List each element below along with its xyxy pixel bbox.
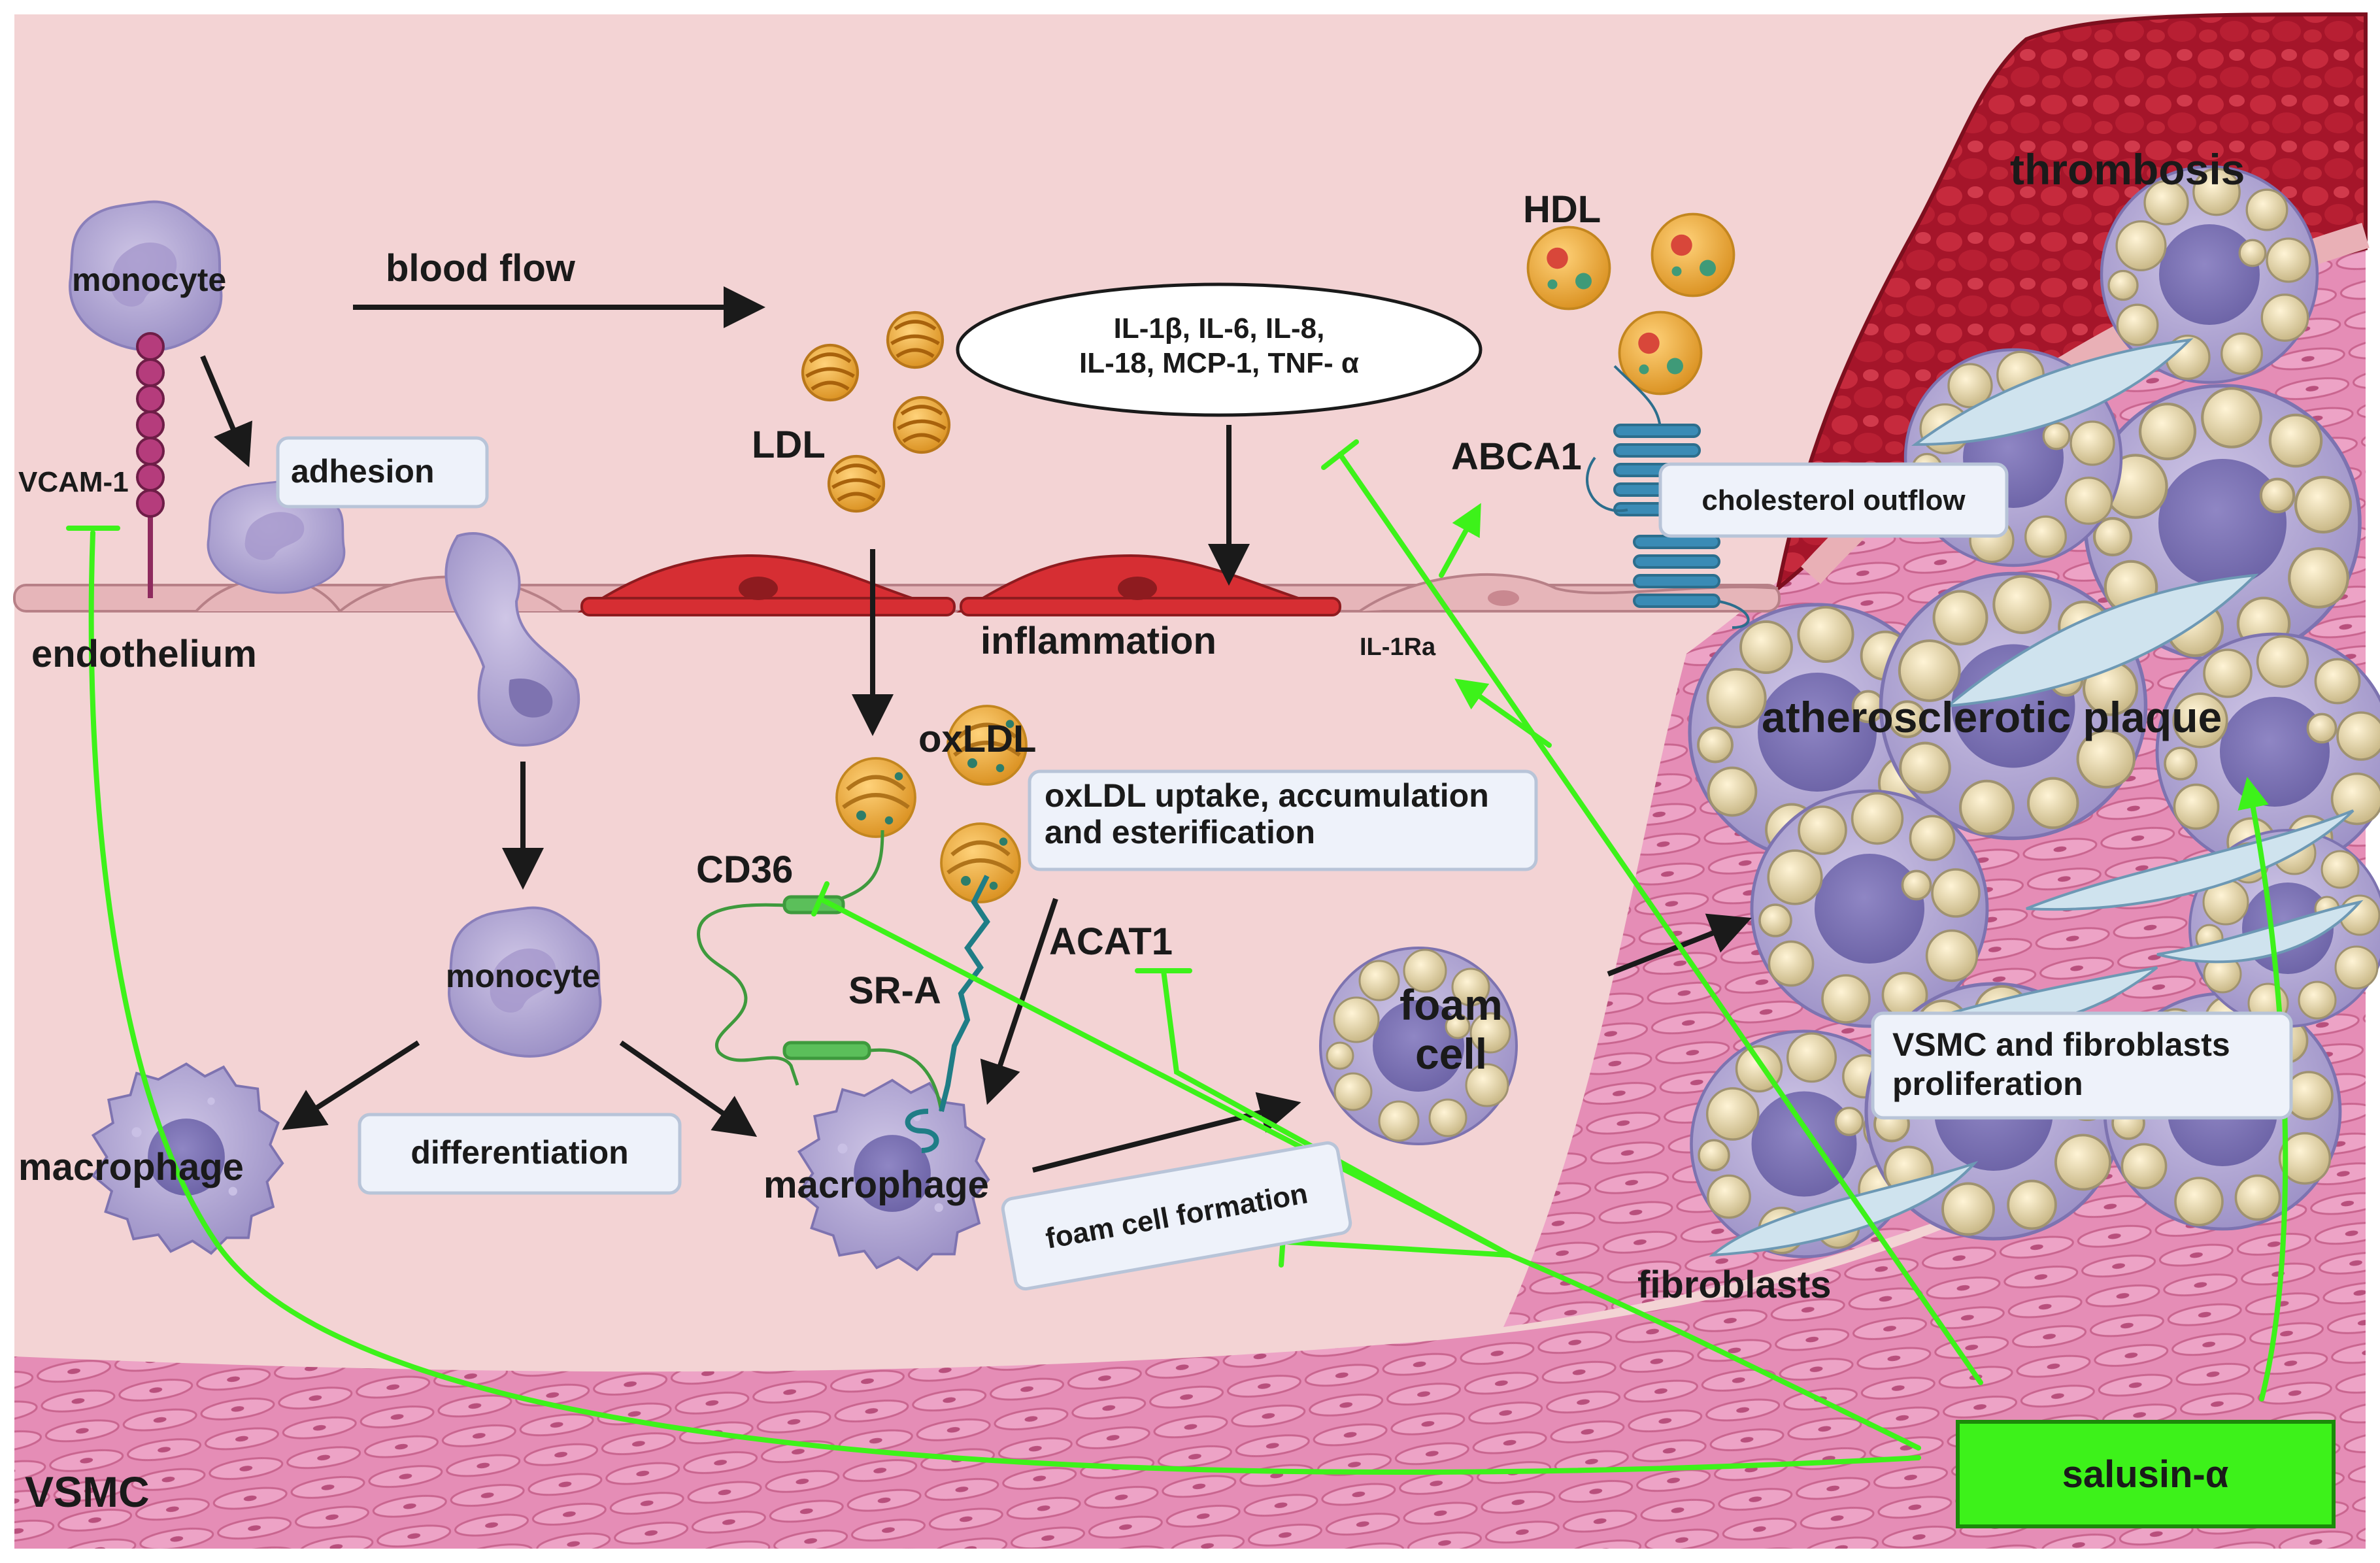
adhesion-box bbox=[276, 436, 489, 509]
salusin-effect-lines bbox=[66, 439, 2288, 1475]
atherosclerotic-plaque-label: atherosclerotic plaque bbox=[1762, 693, 2222, 741]
vsmc-prolif-line2: proliferation bbox=[1892, 1066, 2083, 1102]
adhesion-label: adhesion bbox=[291, 453, 434, 490]
monocyte-top-label: monocyte bbox=[72, 261, 226, 298]
monocyte-mid-label: monocyte bbox=[446, 958, 600, 994]
oxldl-uptake-line1: oxLDL uptake, accumulation bbox=[1045, 777, 1489, 814]
vsmc-layer bbox=[14, 981, 2366, 1549]
cholesterol-outflow-box bbox=[1658, 462, 2009, 538]
salusin-label: salusin-α bbox=[2062, 1453, 2229, 1496]
ldl-label: LDL bbox=[752, 424, 826, 466]
blood-flow-label: blood flow bbox=[386, 247, 576, 290]
foam-cell-line1: foam bbox=[1400, 981, 1503, 1029]
cholesterol-outflow-label: cholesterol outflow bbox=[1701, 484, 1966, 516]
transmigrating-monocyte-icon bbox=[444, 532, 580, 747]
inflammation-label: inflammation bbox=[980, 620, 1216, 662]
macrophage-center-label: macrophage bbox=[763, 1164, 989, 1206]
abca1-label: ABCA1 bbox=[1451, 435, 1582, 478]
oxldl-uptake-line2: and esterification bbox=[1045, 814, 1315, 850]
endothelium-label: endothelium bbox=[31, 633, 257, 675]
differentiation-box bbox=[358, 1113, 682, 1195]
cytokines-ellipse bbox=[956, 282, 1483, 417]
vcam1-receptor bbox=[136, 332, 165, 598]
vsmc-prolif-line1: VSMC and fibroblasts bbox=[1892, 1026, 2230, 1063]
sr-a-receptor bbox=[905, 875, 990, 1153]
salusin-box bbox=[1956, 1420, 2336, 1528]
cd36-receptor bbox=[697, 830, 943, 1112]
foam-cell-formation-box bbox=[1001, 1141, 1352, 1291]
abca1-receptor bbox=[1586, 365, 1750, 629]
vsmc-label: VSMC bbox=[25, 1468, 150, 1516]
cytokines-line2: IL-18, MCP-1, TNF- α bbox=[1079, 347, 1359, 379]
macrophage-left-label: macrophage bbox=[18, 1146, 244, 1188]
thrombosis-label: thrombosis bbox=[2010, 145, 2245, 193]
sr-a-label: SR-A bbox=[848, 969, 941, 1012]
differentiation-label: differentiation bbox=[411, 1134, 628, 1171]
black-arrows bbox=[200, 286, 1752, 1173]
vcam1-label: VCAM-1 bbox=[18, 466, 129, 498]
foam-cell-line2: cell bbox=[1415, 1030, 1487, 1078]
oxldl-uptake-box bbox=[1028, 769, 1538, 871]
acat1-label: ACAT1 bbox=[1049, 920, 1173, 963]
cytokines-line1: IL-1β, IL-6, IL-8, bbox=[1114, 312, 1325, 345]
vsmc-proliferation-box bbox=[1871, 1011, 2293, 1120]
label-boxes bbox=[276, 282, 2336, 1528]
fibroblasts-label: fibroblasts bbox=[1637, 1264, 1832, 1306]
il1ra-label: IL-1Ra bbox=[1360, 633, 1436, 661]
cd36-label: CD36 bbox=[696, 849, 793, 891]
hdl-label: HDL bbox=[1523, 188, 1601, 231]
oxldl-label: oxLDL bbox=[918, 718, 1036, 760]
